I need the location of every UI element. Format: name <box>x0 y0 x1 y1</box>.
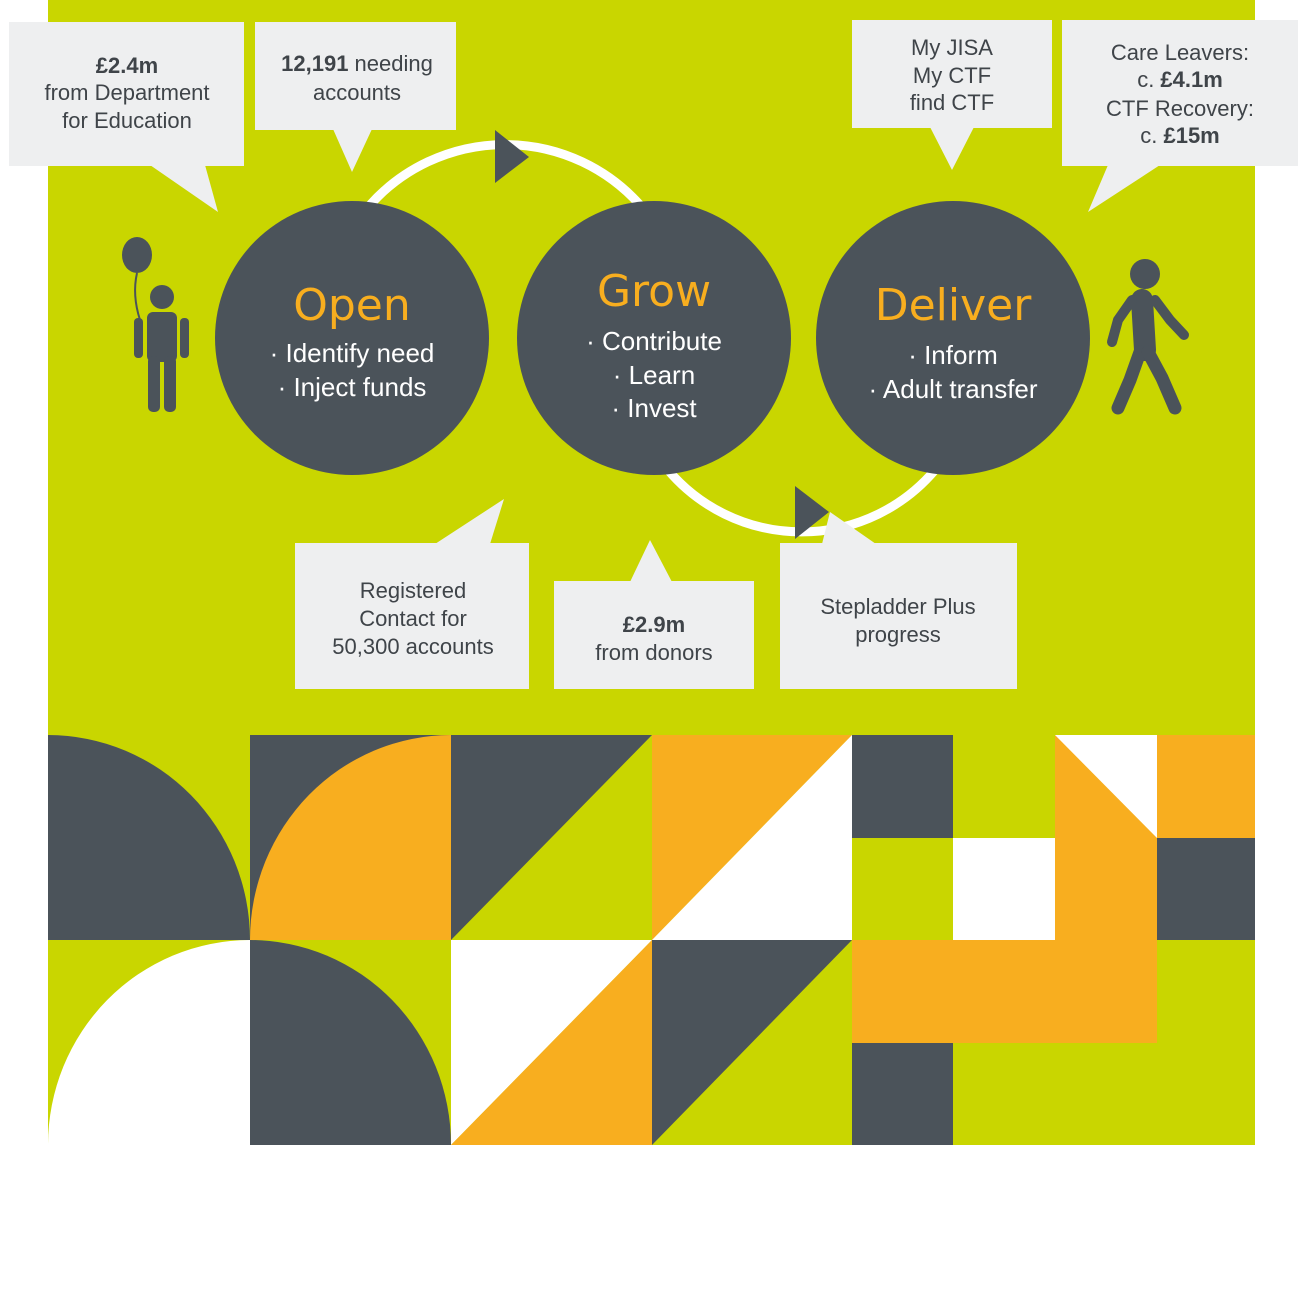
svg-text:£2.9m: £2.9m <box>623 612 685 637</box>
arrow-right-icon <box>795 486 829 539</box>
svg-text:50,300 accounts: 50,300 accounts <box>332 634 493 659</box>
callout-jisa: My JISA My CTF find CTF <box>852 20 1052 170</box>
svg-text:CTF Recovery:: CTF Recovery: <box>1106 96 1254 121</box>
arrow-right-icon <box>495 130 529 183</box>
stage-title: Grow <box>597 266 711 317</box>
stage-deliver: Deliver · Inform · Adult transfer <box>816 201 1090 475</box>
svg-text:Registered: Registered <box>360 578 466 603</box>
stage-title: Open <box>293 280 411 331</box>
svg-text:Contact for: Contact for <box>359 606 467 631</box>
callout-registered-contact: Registered Contact for 50,300 accounts <box>295 499 529 689</box>
svg-text:accounts: accounts <box>313 80 401 105</box>
svg-text:12,191 needing: 12,191 needing <box>281 51 433 76</box>
svg-text:find CTF: find CTF <box>910 90 994 115</box>
svg-text:for Education: for Education <box>62 108 192 133</box>
svg-text:My CTF: My CTF <box>913 63 991 88</box>
svg-text:Stepladder Plus: Stepladder Plus <box>820 594 975 619</box>
svg-text:progress: progress <box>855 622 941 647</box>
stage-open: Open · Identify need · Inject funds <box>215 201 489 475</box>
stage-item: · Inject funds <box>278 372 427 402</box>
stage-item: · Inform <box>908 340 998 370</box>
stage-item: · Identify need <box>270 338 435 368</box>
stage-title: Deliver <box>875 280 1033 331</box>
stage-item: · Contribute <box>586 326 722 356</box>
svg-text:Care Leavers:: Care Leavers: <box>1111 40 1249 65</box>
svg-text:c. £4.1m: c. £4.1m <box>1137 67 1223 92</box>
stage-item: · Invest <box>611 393 697 423</box>
decorative-pattern <box>48 735 1255 1145</box>
walking-adult-icon <box>1107 259 1189 415</box>
stage-item: · Learn <box>613 360 695 390</box>
callout-stepladder: Stepladder Plus progress <box>780 512 1017 689</box>
svg-text:from donors: from donors <box>595 640 712 665</box>
stage-grow: Grow · Contribute · Learn · Invest <box>517 201 791 475</box>
stage-item: · Adult transfer <box>868 374 1037 404</box>
callout-dfe-funding: £2.4m from Department for Education <box>9 22 244 212</box>
callout-care-leavers: Care Leavers: c. £4.1m CTF Recovery: c. … <box>1062 20 1298 212</box>
callout-needing-accounts: 12,191 needing accounts <box>255 22 456 172</box>
svg-text:My JISA: My JISA <box>911 35 993 60</box>
callout-donors: £2.9m from donors <box>554 540 754 689</box>
svg-text:from Department: from Department <box>44 80 209 105</box>
child-with-balloon-icon <box>122 237 189 412</box>
svg-text:c. £15m: c. £15m <box>1140 123 1220 148</box>
svg-text:£2.4m: £2.4m <box>96 53 158 78</box>
